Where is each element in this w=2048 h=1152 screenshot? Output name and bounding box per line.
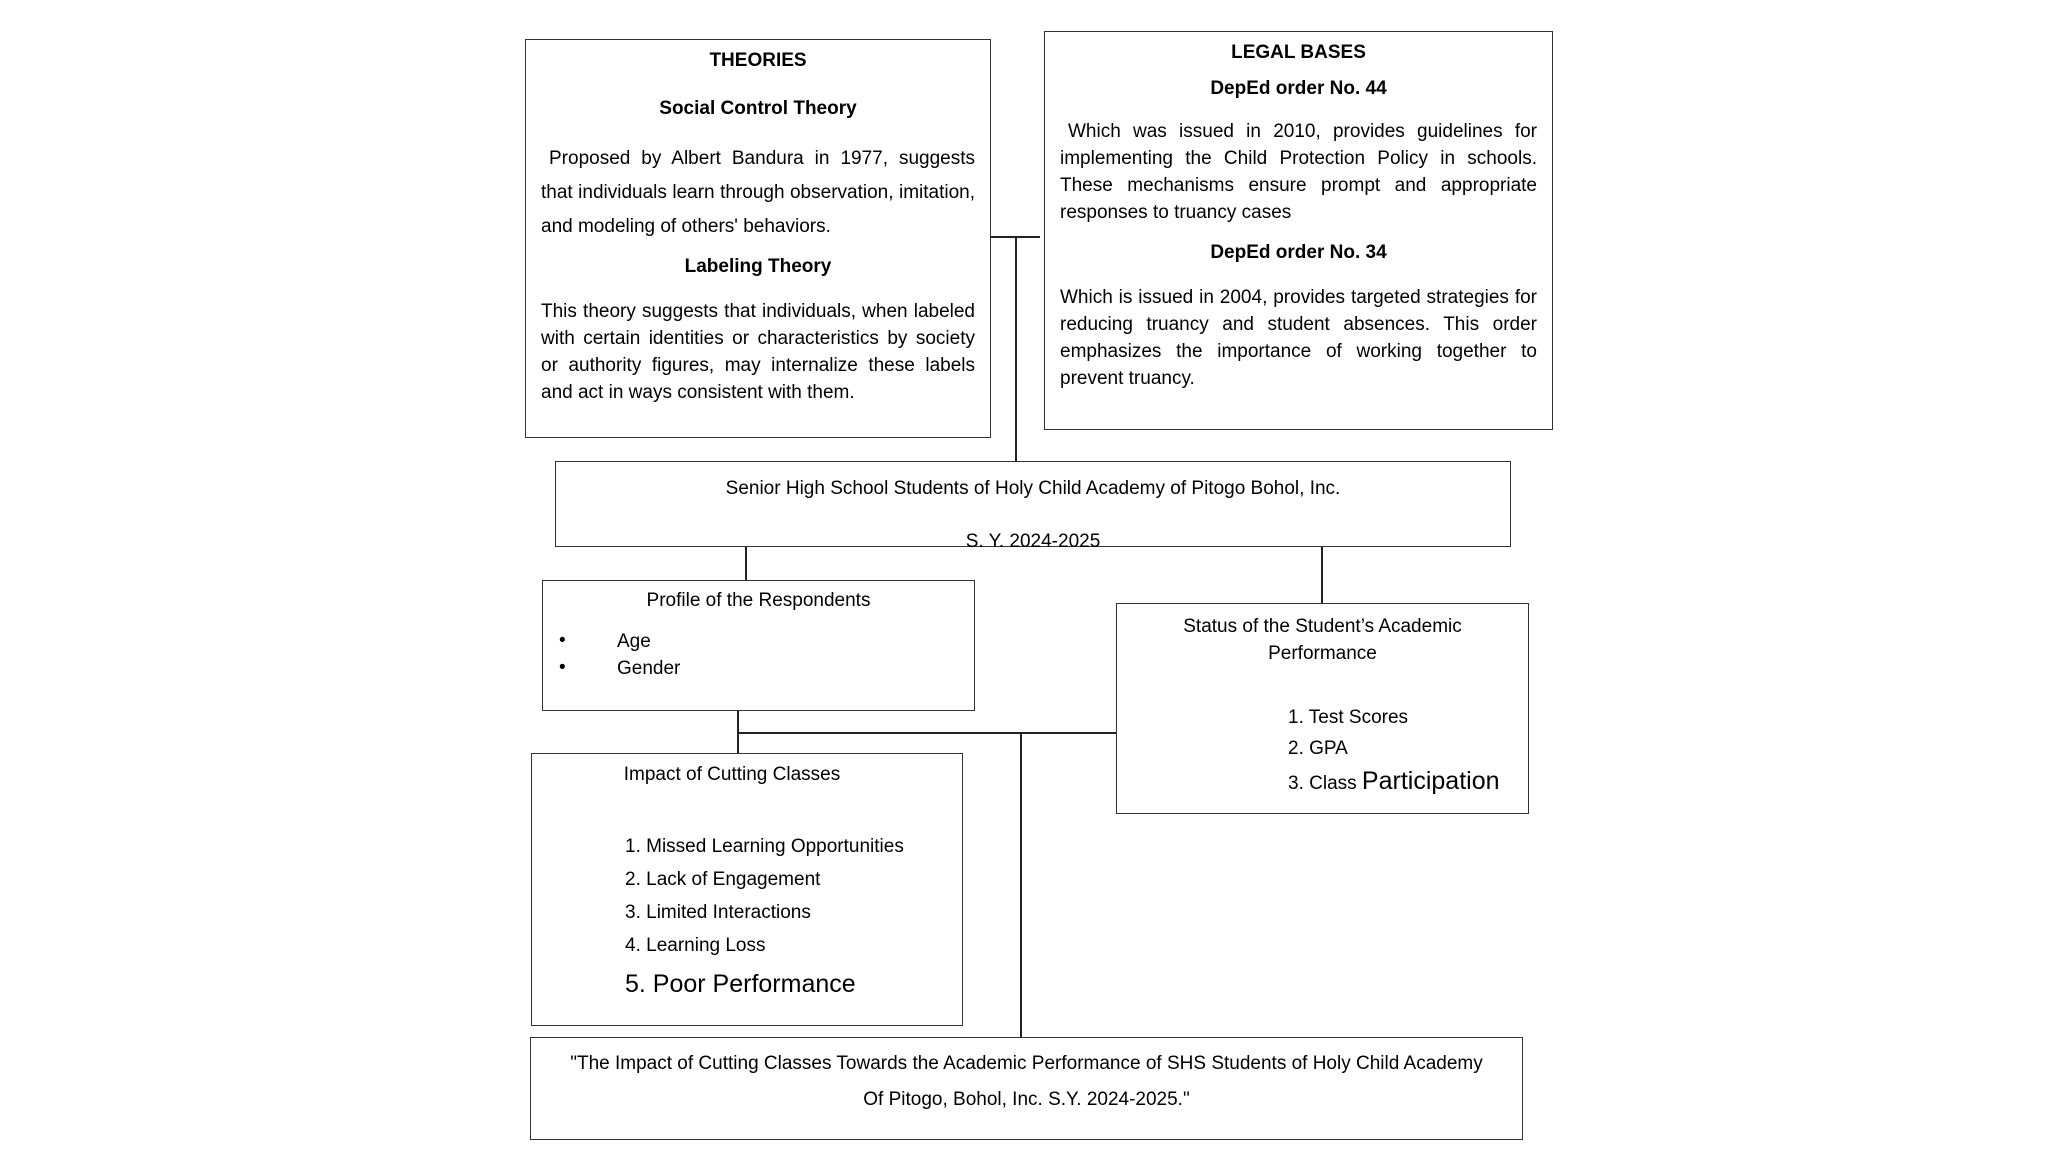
profile-list: • Age • Gender bbox=[543, 630, 974, 685]
impact-box: Impact of Cutting Classes 1. Missed Lear… bbox=[531, 753, 963, 1026]
theory2-text: This theory suggests that individuals, w… bbox=[541, 301, 975, 403]
profile-item-age: Age bbox=[617, 631, 651, 652]
population-line1: Senior High School Students of Holy Chil… bbox=[725, 478, 1341, 499]
profile-box: Profile of the Respondents • Age • Gende… bbox=[542, 580, 975, 711]
impact-item-2: 2. Lack of Engagement bbox=[625, 869, 821, 890]
list-item: 3. Class Participation bbox=[1288, 766, 1500, 799]
status-item-test-scores: 1. Test Scores bbox=[1288, 707, 1409, 728]
legal-heading: LEGAL BASES bbox=[1231, 42, 1366, 63]
connector-to-population bbox=[1015, 236, 1017, 461]
connector-to-output bbox=[1020, 732, 1022, 1037]
status-item-gpa: 2. GPA bbox=[1288, 738, 1348, 759]
theories-heading: THEORIES bbox=[709, 50, 807, 71]
impact-item-4: 4. Learning Loss bbox=[625, 935, 766, 956]
order2-text: Which is issued in 2004, provides target… bbox=[1060, 287, 1537, 389]
connector-population-profile bbox=[745, 547, 747, 580]
status-item-class: 3. Class bbox=[1288, 773, 1362, 794]
profile-item-gender: Gender bbox=[617, 658, 681, 679]
theory1-text: Proposed by Albert Bandura in 1977, sugg… bbox=[541, 148, 975, 237]
status-item-participation: Participation bbox=[1361, 767, 1500, 795]
impact-item-5: 5. Poor Performance bbox=[625, 970, 856, 998]
theories-box: THEORIES Social Control Theory Proposed … bbox=[525, 39, 991, 438]
profile-title: Profile of the Respondents bbox=[646, 590, 871, 611]
list-item: • Gender bbox=[543, 657, 974, 685]
status-box: Status of the Student’s Academic Perform… bbox=[1116, 603, 1529, 814]
impact-title: Impact of Cutting Classes bbox=[623, 764, 841, 785]
output-line2: Of Pitogo, Bohol, Inc. S.Y. 2024-2025." bbox=[863, 1089, 1190, 1110]
connector-population-status bbox=[1321, 547, 1323, 603]
connector-horizontal-mid bbox=[737, 732, 1116, 734]
order1-title: DepEd order No. 44 bbox=[1210, 78, 1387, 99]
theory1-title: Social Control Theory bbox=[659, 98, 857, 119]
bullet-icon: • bbox=[559, 630, 566, 651]
list-item: • Age bbox=[543, 630, 974, 658]
population-box: Senior High School Students of Holy Chil… bbox=[555, 461, 1511, 552]
status-title: Status of the Student’s Academic Perform… bbox=[1183, 616, 1462, 664]
legal-bases-box: LEGAL BASES DepEd order No. 44 Which was… bbox=[1044, 31, 1553, 430]
order2-title: DepEd order No. 34 bbox=[1210, 242, 1387, 263]
output-box: "The Impact of Cutting Classes Towards t… bbox=[530, 1037, 1523, 1140]
order1-text: Which was issued in 2010, provides guide… bbox=[1060, 121, 1537, 223]
impact-list: 1. Missed Learning Opportunities 2. Lack… bbox=[625, 830, 904, 1004]
status-list: 1. Test Scores 2. GPA 3. Class Participa… bbox=[1288, 702, 1500, 799]
impact-item-3: 3. Limited Interactions bbox=[625, 902, 811, 923]
bullet-icon: • bbox=[559, 657, 566, 678]
impact-item-1: 1. Missed Learning Opportunities bbox=[625, 836, 904, 857]
population-line2: S. Y. 2024-2025 bbox=[965, 531, 1101, 552]
output-line1: "The Impact of Cutting Classes Towards t… bbox=[570, 1053, 1483, 1074]
theory2-title: Labeling Theory bbox=[684, 256, 832, 277]
